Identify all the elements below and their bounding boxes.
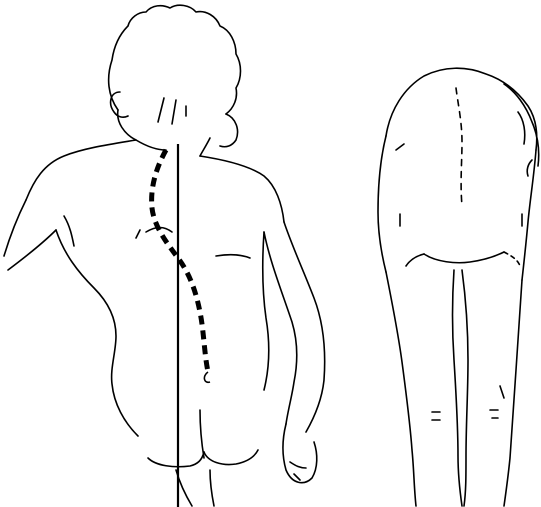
- left-ear: [111, 92, 128, 117]
- hair-outline: [109, 5, 241, 114]
- buttocks-line: [424, 252, 504, 263]
- right-leg-outer: [504, 280, 522, 506]
- right-arm-hanging: [504, 84, 539, 166]
- right-leg-inner: [462, 270, 468, 506]
- right-ear: [220, 114, 238, 147]
- spine-end-hook: [204, 372, 210, 382]
- right-shoulder: [200, 156, 284, 222]
- right-fingers: [290, 462, 306, 468]
- left-leg-inner: [453, 270, 463, 506]
- left-arm-outer: [4, 200, 26, 256]
- right-hand-detail: [527, 160, 532, 176]
- bent-spine-dashed: [456, 88, 462, 206]
- hair-detail-1: [158, 98, 164, 122]
- left-leg-outer: [386, 272, 416, 506]
- right-torso-side: [522, 150, 536, 280]
- standing-child-figure: [4, 5, 325, 506]
- left-arm-inner: [8, 230, 56, 270]
- buttocks-right-curve: [504, 252, 520, 266]
- curved-spine-dashed: [152, 150, 208, 372]
- right-hand: [283, 424, 317, 483]
- buttocks-outline: [148, 452, 204, 467]
- right-scapula-mark: [216, 255, 250, 258]
- gluteal-cleft: [200, 410, 204, 458]
- left-scapula-mark-2: [136, 230, 140, 238]
- right-arm-inner-line: [518, 112, 525, 144]
- left-torso-outline: [56, 230, 138, 436]
- buttocks-left-curve: [406, 254, 424, 266]
- right-thigh: [210, 470, 214, 506]
- rib-hump-mark: [396, 144, 404, 150]
- forward-bend-figure: [378, 68, 539, 506]
- buttocks-right: [204, 450, 258, 465]
- right-finger-2: [294, 474, 300, 480]
- right-arm-inner: [264, 232, 297, 424]
- neck-right: [200, 138, 210, 156]
- left-shoulder: [26, 140, 136, 200]
- hair-detail-2: [172, 100, 176, 124]
- left-armpit: [64, 216, 74, 246]
- right-knee-mark-3: [500, 386, 504, 398]
- left-torso-side: [378, 136, 386, 272]
- right-torso-outline: [263, 232, 269, 390]
